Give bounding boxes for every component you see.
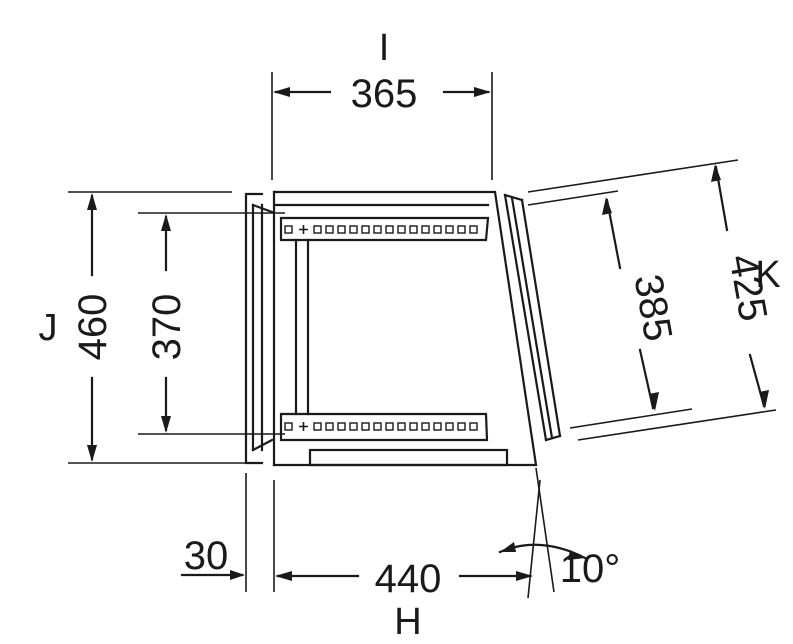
rail-hole bbox=[445, 422, 454, 431]
label-j: J bbox=[39, 307, 58, 349]
rail-hole bbox=[457, 422, 466, 431]
rail-hole bbox=[337, 225, 346, 234]
door-frame bbox=[503, 193, 562, 442]
rail-hole bbox=[385, 422, 394, 431]
rail-hole bbox=[457, 225, 466, 234]
depth-value: 440 bbox=[375, 557, 442, 601]
top-width-value: 365 bbox=[351, 72, 418, 116]
rail-hole bbox=[325, 225, 334, 234]
rail-hole bbox=[313, 225, 322, 234]
label-k: K bbox=[755, 254, 780, 296]
rail-hole bbox=[409, 225, 418, 234]
rail-hole bbox=[361, 422, 370, 431]
rail-hole bbox=[373, 422, 382, 431]
dimension-door-inner: 385 bbox=[527, 190, 693, 429]
rail-cross-mark bbox=[299, 225, 308, 234]
rack-rail-top bbox=[279, 216, 490, 242]
rail-holes-bottom bbox=[284, 422, 478, 431]
wall-offset-value: 30 bbox=[184, 534, 229, 578]
dimension-inner-height: 370 bbox=[138, 212, 285, 435]
dimension-overall-height: 460 J bbox=[39, 191, 250, 464]
rail-hole bbox=[433, 422, 442, 431]
rail-hole bbox=[313, 422, 322, 431]
rail-hole bbox=[373, 225, 382, 234]
rail-hole bbox=[433, 225, 442, 234]
overall-height-value: 460 bbox=[71, 294, 115, 361]
rail-hole bbox=[445, 225, 454, 234]
rail-hole bbox=[361, 225, 370, 234]
dimension-top-width: 365 I bbox=[271, 27, 493, 180]
rail-hole bbox=[397, 422, 406, 431]
dimension-door-outer: 425 K bbox=[527, 159, 781, 441]
rail-hole bbox=[409, 422, 418, 431]
rail-cross-mark bbox=[299, 422, 308, 431]
inner-height-value: 370 bbox=[145, 294, 189, 361]
label-i: I bbox=[379, 27, 390, 69]
rack-rail-bottom bbox=[279, 412, 489, 442]
rail-holes-top bbox=[284, 225, 478, 234]
rail-hole bbox=[469, 225, 478, 234]
door-inner-value: 385 bbox=[625, 271, 680, 344]
rail-hole bbox=[349, 225, 358, 234]
dimension-bottom: 30 440 H 10° bbox=[180, 467, 621, 643]
rail-hole bbox=[469, 422, 478, 431]
rail-hole bbox=[325, 422, 334, 431]
rail-hole bbox=[421, 225, 430, 234]
angle-value: 10° bbox=[560, 547, 621, 591]
rail-hole bbox=[421, 422, 430, 431]
rail-hole bbox=[349, 422, 358, 431]
rail-hole bbox=[397, 225, 406, 234]
rail-hole bbox=[284, 225, 293, 234]
rail-hole bbox=[337, 422, 346, 431]
cabinet-body bbox=[244, 190, 538, 467]
rail-hole bbox=[284, 422, 293, 431]
label-h: H bbox=[394, 601, 421, 643]
rail-hole bbox=[385, 225, 394, 234]
